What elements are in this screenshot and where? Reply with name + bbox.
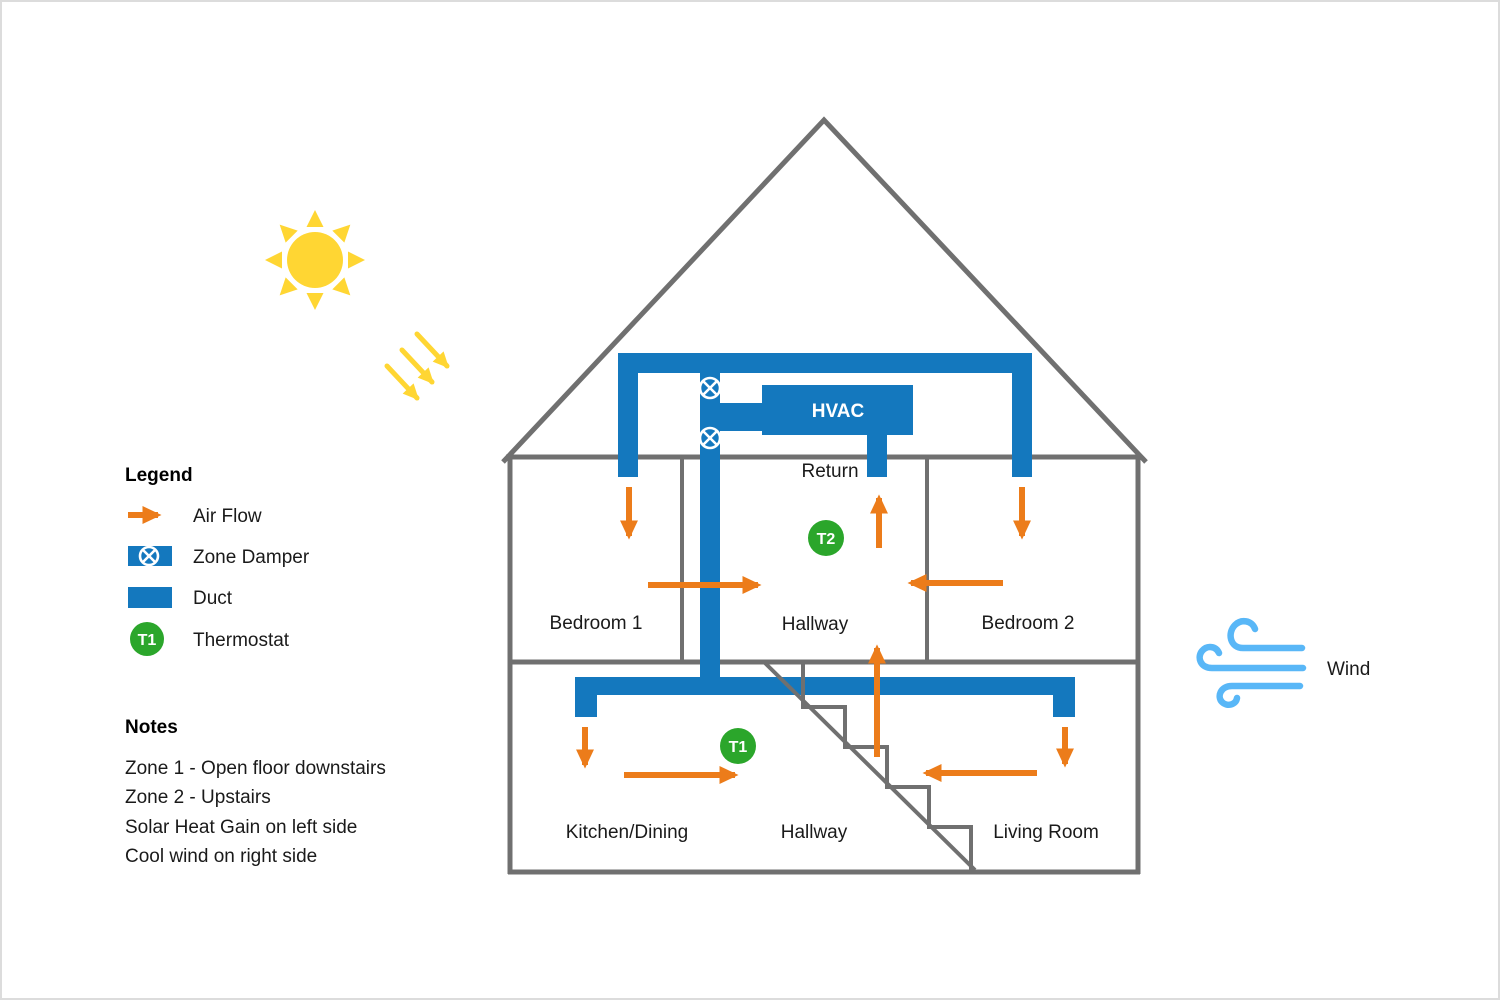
downstairs-supply-duct xyxy=(575,677,1075,695)
thermostat-downstairs-badge: T1 xyxy=(729,739,748,756)
room-label-hallway-downstairs: Hallway xyxy=(781,822,848,843)
thermostat-upstairs-badge: T2 xyxy=(817,531,836,548)
legend-panel: Legend Air Flow Zone Damper Duct T1 Ther… xyxy=(125,465,310,656)
bedroom1-supply-drop xyxy=(618,353,638,477)
hvac-unit xyxy=(762,385,913,435)
legend-thermostat-icon: T1 xyxy=(130,622,164,656)
zone-damper-icon-lower xyxy=(698,426,722,450)
stair-steps xyxy=(801,663,973,870)
note-zone1: Zone 1 - Open floor downstairs xyxy=(125,758,386,779)
room-label-living-room: Living Room xyxy=(993,822,1099,843)
note-solar: Solar Heat Gain on left side xyxy=(125,817,357,838)
notes-panel: Notes Zone 1 - Open floor downstairs Zon… xyxy=(125,717,386,867)
bedroom2-supply-drop xyxy=(1012,353,1032,477)
room-label-kitchen-dining: Kitchen/Dining xyxy=(566,822,689,843)
thermostat-downstairs: T1 xyxy=(720,728,756,764)
return-duct xyxy=(867,435,887,477)
legend-item-thermostat: Thermostat xyxy=(193,630,290,651)
hvac-connector-duct xyxy=(700,403,765,431)
attic-supply-duct xyxy=(618,353,1032,373)
solar-radiation-arrows xyxy=(384,331,450,401)
note-zone2: Zone 2 - Upstairs xyxy=(125,787,271,808)
staircase xyxy=(763,661,977,872)
hvac-label: HVAC xyxy=(812,401,865,422)
room-label-hallway-upstairs: Hallway xyxy=(782,614,849,635)
sun-icon xyxy=(265,210,365,310)
roof-line xyxy=(501,116,1148,464)
duct-system xyxy=(575,353,1075,717)
legend-thermostat-badge: T1 xyxy=(138,632,157,649)
legend-zone-damper-icon xyxy=(128,545,172,567)
kitchen-supply-drop xyxy=(575,695,597,717)
legend-duct-icon xyxy=(128,587,172,608)
zone-damper-icon-upper xyxy=(698,376,722,400)
room-label-bedroom1: Bedroom 1 xyxy=(550,613,643,634)
stair-stringer xyxy=(763,661,977,872)
legend-item-zone-damper: Zone Damper xyxy=(193,547,310,568)
thermostat-upstairs: T2 xyxy=(808,520,844,556)
legend-heading: Legend xyxy=(125,465,193,486)
house-outline xyxy=(501,116,1148,875)
legend-item-air-flow: Air Flow xyxy=(193,506,262,527)
note-wind: Cool wind on right side xyxy=(125,846,317,867)
livingroom-supply-drop xyxy=(1053,695,1075,717)
airflow-arrows xyxy=(576,487,1074,784)
return-label: Return xyxy=(801,461,858,482)
wind-label: Wind xyxy=(1327,659,1370,680)
room-label-bedroom2: Bedroom 2 xyxy=(982,613,1075,634)
legend-item-duct: Duct xyxy=(193,588,233,609)
wind-icon xyxy=(1196,618,1307,709)
notes-heading: Notes xyxy=(125,717,178,738)
main-trunk-duct xyxy=(700,353,720,695)
